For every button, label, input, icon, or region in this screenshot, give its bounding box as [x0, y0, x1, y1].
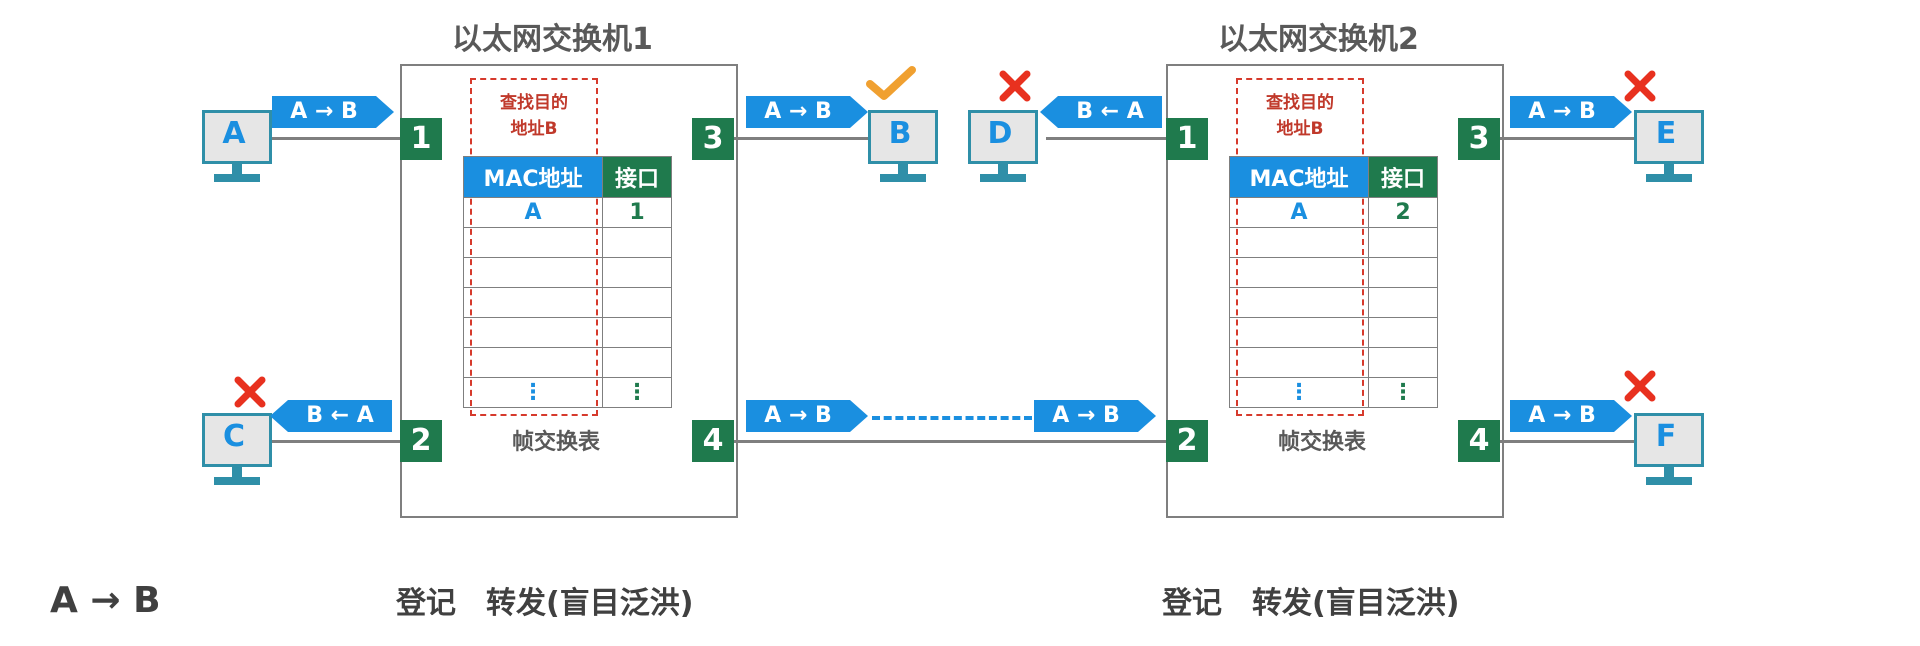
switch1-port-4: 4: [692, 420, 734, 462]
table-row: [463, 257, 672, 288]
frame-arrow-right-icon: [1510, 96, 1632, 128]
frame-arrow-right-icon: [272, 96, 394, 128]
link-switch2-e: [1500, 137, 1640, 140]
table-row: [1229, 227, 1438, 258]
table-row: A 2: [1229, 197, 1438, 228]
frame-arrow-right-icon: [1510, 400, 1632, 432]
switch2-lookup-note-line2: 地址B: [1276, 119, 1324, 139]
host-label: A: [222, 116, 246, 151]
mac-cell: A: [1229, 197, 1369, 228]
table-row: ⋮ ⋮: [463, 377, 672, 408]
switch2-port-1: 1: [1166, 118, 1208, 160]
switch2-mac-table: MAC地址 接口 A 2 ⋮ ⋮: [1229, 156, 1438, 408]
frame-arrow-right-icon: [1034, 400, 1156, 432]
legend-a-to-b: A → B: [50, 580, 161, 621]
host-a: A: [202, 110, 272, 188]
switch1-port-1: 1: [400, 118, 442, 160]
switch2-table-caption: 帧交换表: [1278, 430, 1367, 455]
link-a-switch1: [268, 137, 400, 140]
frame-b-from-a-to-host-d: B ← A: [1040, 96, 1162, 128]
frame-a-to-b-to-host-b: A → B: [746, 96, 868, 128]
monitor-icon: [202, 110, 272, 164]
switch1-mac-table: MAC地址 接口 A 1 ⋮ ⋮: [463, 156, 672, 408]
frame-b-from-a-to-host-c: B ← A: [270, 400, 392, 432]
cross-icon: [1624, 70, 1656, 102]
switch1-port-2: 2: [400, 420, 442, 462]
table-row: [463, 227, 672, 258]
host-label: F: [1655, 419, 1677, 454]
port-cell: 2: [1368, 197, 1438, 228]
table-row: [463, 317, 672, 348]
mac-header: MAC地址: [1229, 156, 1369, 198]
frame-a-to-b-to-host-f: A → B: [1510, 400, 1632, 432]
frame-a-to-b-switch1-port4: A → B: [746, 400, 868, 432]
frame-a-to-b-host-a: A → B: [272, 96, 394, 128]
port-cell: 1: [602, 197, 672, 228]
table-row: A 1: [463, 197, 672, 228]
mac-cell: A: [463, 197, 603, 228]
host-label: C: [222, 419, 246, 454]
frame-a-to-b-to-host-e: A → B: [1510, 96, 1632, 128]
switch1-port-3: 3: [692, 118, 734, 160]
host-label: B: [888, 116, 912, 151]
host-label: E: [1655, 116, 1677, 151]
link-switch1-switch2: [734, 440, 1166, 443]
link-d-switch2: [1046, 137, 1166, 140]
monitor-icon: [868, 110, 938, 164]
switch1-lookup-note-line1: 查找目的: [500, 93, 568, 113]
table-row: [463, 347, 672, 378]
table-row: [1229, 257, 1438, 288]
switch2-title: 以太网交换机2: [1218, 22, 1419, 57]
table-row: [1229, 317, 1438, 348]
monitor-icon: [968, 110, 1038, 164]
table-row: [463, 287, 672, 318]
port-header: 接口: [1368, 156, 1438, 198]
frame-arrow-left-icon: [270, 400, 392, 432]
host-d: D: [968, 110, 1038, 188]
link-switch1-b: [734, 137, 874, 140]
monitor-icon: [1634, 413, 1704, 467]
ellipsis: ⋮: [463, 377, 603, 408]
link-c-switch1: [268, 440, 400, 443]
ellipsis: ⋮: [1368, 377, 1438, 408]
check-icon: [866, 66, 916, 100]
monitor-icon: [202, 413, 272, 467]
frame-arrow-left-icon: [1040, 96, 1162, 128]
inter-switch-dashed-path: [872, 416, 1032, 420]
cross-icon: [1624, 370, 1656, 402]
frame-arrow-right-icon: [746, 400, 868, 432]
frame-arrow-right-icon: [746, 96, 868, 128]
link-switch2-f: [1500, 440, 1640, 443]
frame-a-to-b-switch2-port2: A → B: [1034, 400, 1156, 432]
ellipsis: ⋮: [602, 377, 672, 408]
switch1-step-label: 登记 转发(盲目泛洪): [396, 586, 694, 621]
switch2-lookup-note-line1: 查找目的: [1266, 93, 1334, 113]
switch1-table-caption: 帧交换表: [512, 430, 601, 455]
cross-icon: [234, 376, 266, 408]
table-row: [1229, 347, 1438, 378]
mac-header: MAC地址: [463, 156, 603, 198]
switch2-port-4: 4: [1458, 420, 1500, 462]
switch2-port-3: 3: [1458, 118, 1500, 160]
port-header: 接口: [602, 156, 672, 198]
host-b: B: [868, 110, 938, 188]
cross-icon: [999, 70, 1031, 102]
switch1-title: 以太网交换机1: [452, 22, 653, 57]
host-label: D: [987, 116, 1013, 151]
host-f: F: [1634, 413, 1704, 491]
switch2-step-label: 登记 转发(盲目泛洪): [1162, 586, 1460, 621]
switch1-lookup-note-line2: 地址B: [510, 119, 558, 139]
table-row: [1229, 287, 1438, 318]
switch2-port-2: 2: [1166, 420, 1208, 462]
monitor-icon: [1634, 110, 1704, 164]
host-c: C: [202, 413, 272, 491]
host-e: E: [1634, 110, 1704, 188]
ellipsis: ⋮: [1229, 377, 1369, 408]
table-row: ⋮ ⋮: [1229, 377, 1438, 408]
